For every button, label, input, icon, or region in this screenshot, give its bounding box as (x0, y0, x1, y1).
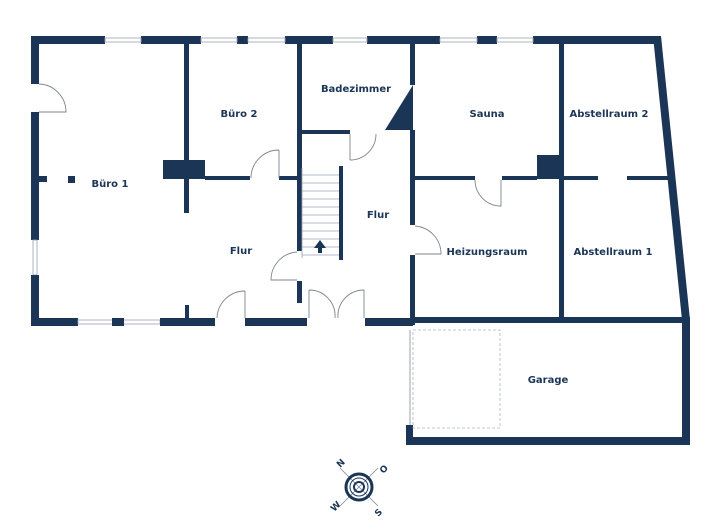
room-label-flur-center: Flur (367, 210, 389, 221)
staircase (301, 166, 343, 260)
room-label-buero1: Büro 1 (92, 179, 129, 190)
room-label-abstellraum2: Abstellraum 2 (570, 109, 649, 120)
room-label-sauna: Sauna (470, 109, 505, 120)
room-label-flur-left: Flur (230, 246, 252, 257)
walls (31, 36, 690, 445)
room-label-garage: Garage (528, 375, 569, 386)
compass-w: W (329, 500, 343, 514)
room-label-badezimmer: Badezimmer (321, 84, 391, 95)
compass-s: S (373, 507, 385, 519)
room-label-abstellraum1: Abstellraum 1 (574, 247, 653, 258)
room-label-heizungsraum: Heizungsraum (447, 247, 528, 258)
compass-o: O (378, 463, 391, 476)
compass-n: N (335, 458, 347, 470)
room-label-buero2: Büro 2 (221, 109, 258, 120)
compass-icon: N O S W (329, 458, 391, 519)
arrow-up-icon (314, 240, 326, 253)
doors (38, 83, 502, 319)
